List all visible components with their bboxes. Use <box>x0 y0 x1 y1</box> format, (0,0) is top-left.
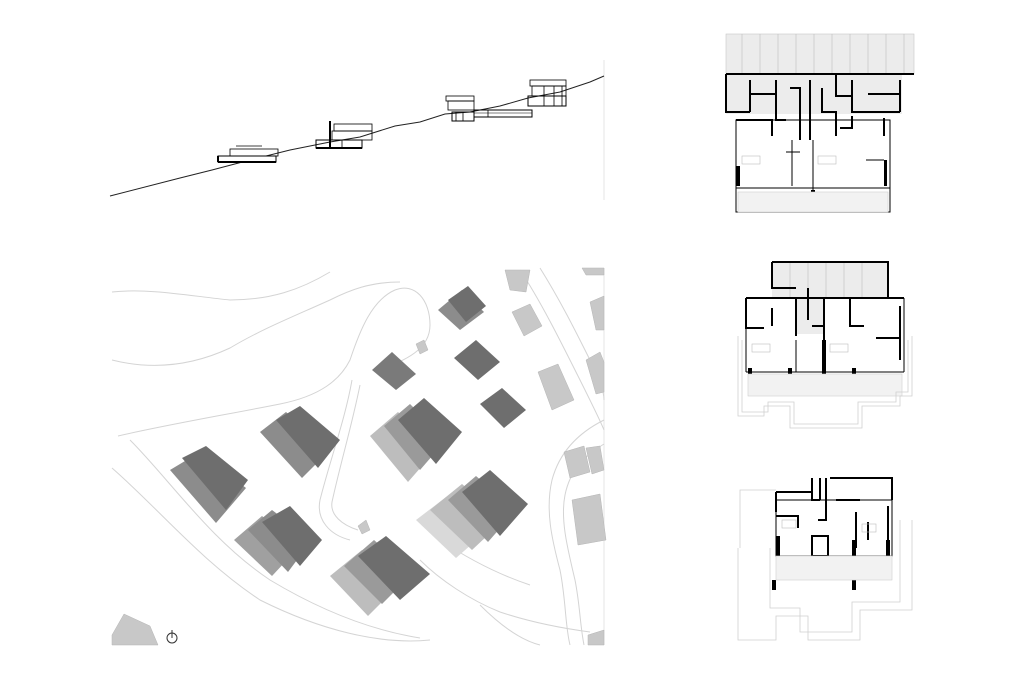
north-arrow-icon <box>166 630 178 644</box>
site-section <box>109 60 605 200</box>
building-cluster-4 <box>370 398 462 482</box>
section-house-2 <box>315 121 373 149</box>
building-small-1 <box>438 286 486 330</box>
building-cluster-1 <box>170 446 248 523</box>
site-plan <box>111 267 607 646</box>
section-house-3 <box>445 95 533 122</box>
site-contours <box>111 267 605 646</box>
building-small-4 <box>480 388 526 428</box>
building-cluster-3 <box>234 506 322 576</box>
floor-plan-upper <box>737 477 913 641</box>
building-cluster-5 <box>416 470 528 558</box>
section-house-4 <box>527 79 567 107</box>
terrain-profile <box>109 75 605 197</box>
floor-plan-lower <box>725 33 915 213</box>
building-cluster-2 <box>260 406 340 478</box>
building-cluster-6 <box>330 536 430 616</box>
building-small-2 <box>372 352 416 390</box>
building-small-3 <box>454 340 500 380</box>
section-house-1 <box>217 145 279 163</box>
floor-plan-middle <box>737 261 913 429</box>
neighbor-buildings <box>111 267 607 646</box>
